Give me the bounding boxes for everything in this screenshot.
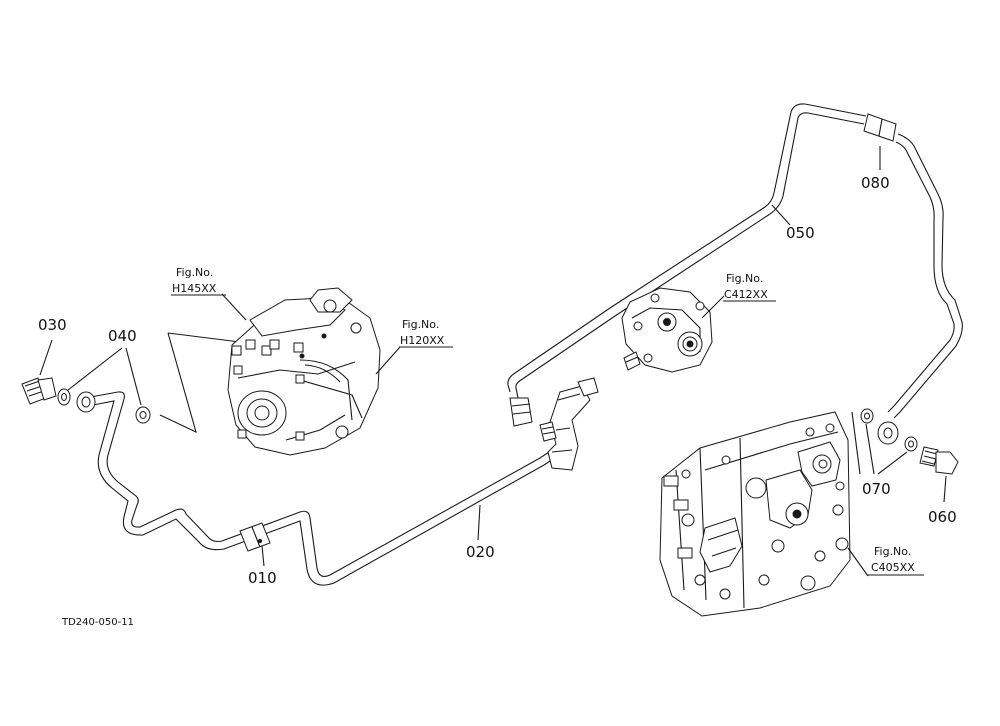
- part-060-bolt: [919, 446, 959, 475]
- fig-ref-c405-title: Fig.No.: [874, 545, 911, 558]
- elbow-fitting-center: [539, 377, 599, 471]
- leader-050: [771, 204, 791, 226]
- bracket-line-top: [167, 332, 241, 343]
- part-040-washer-a: [57, 388, 71, 406]
- leader-020: [477, 504, 481, 541]
- leader-070: [865, 423, 908, 475]
- leader-060: [943, 475, 947, 503]
- leader-030: [39, 339, 53, 376]
- part-010-sleeve: [239, 522, 271, 552]
- bracket-line-070: [851, 411, 861, 475]
- pipe-020: [84, 391, 557, 586]
- part-070-washer-a: [860, 408, 874, 424]
- banjo-fitting-left: [76, 391, 96, 413]
- part-080-sleeve: [863, 113, 897, 142]
- leader-040: [67, 347, 142, 406]
- banjo-fitting-right: [877, 421, 899, 445]
- bracket-line: [159, 332, 197, 434]
- leader-h145: [221, 293, 247, 321]
- control-valve-c405: [659, 411, 869, 617]
- hydraulic-pump-assembly: [227, 287, 381, 456]
- part-030-bolt: [21, 377, 57, 405]
- fig-ref-c412-code: C412XX: [724, 288, 768, 301]
- leader-010: [261, 545, 265, 567]
- part-070-washer-b: [904, 436, 918, 452]
- label-060: 060: [928, 508, 957, 526]
- label-080: 080: [861, 174, 890, 192]
- fig-ref-h120-code: H120XX: [400, 334, 445, 347]
- part-040-washer-b: [135, 406, 151, 424]
- pipe-050: [507, 103, 963, 419]
- fitting-050-lower: [509, 397, 533, 427]
- fig-ref-h145-code: H145XX: [172, 282, 217, 295]
- label-030: 030: [38, 316, 67, 334]
- leader-h120: [375, 346, 401, 375]
- label-010: 010: [248, 569, 277, 587]
- valve-c412: [621, 287, 713, 373]
- fig-ref-h145-title: Fig.No.: [176, 266, 213, 279]
- label-040: 040: [108, 327, 137, 345]
- leader-c412: [701, 295, 725, 319]
- drawing-code: TD240-050-11: [61, 617, 134, 628]
- fig-ref-h120-title: Fig.No.: [402, 318, 439, 331]
- label-050: 050: [786, 224, 815, 242]
- label-070: 070: [862, 480, 891, 498]
- label-020: 020: [466, 543, 495, 561]
- fig-ref-c405-code: C405XX: [871, 561, 915, 574]
- fig-ref-c412-title: Fig.No.: [726, 272, 763, 285]
